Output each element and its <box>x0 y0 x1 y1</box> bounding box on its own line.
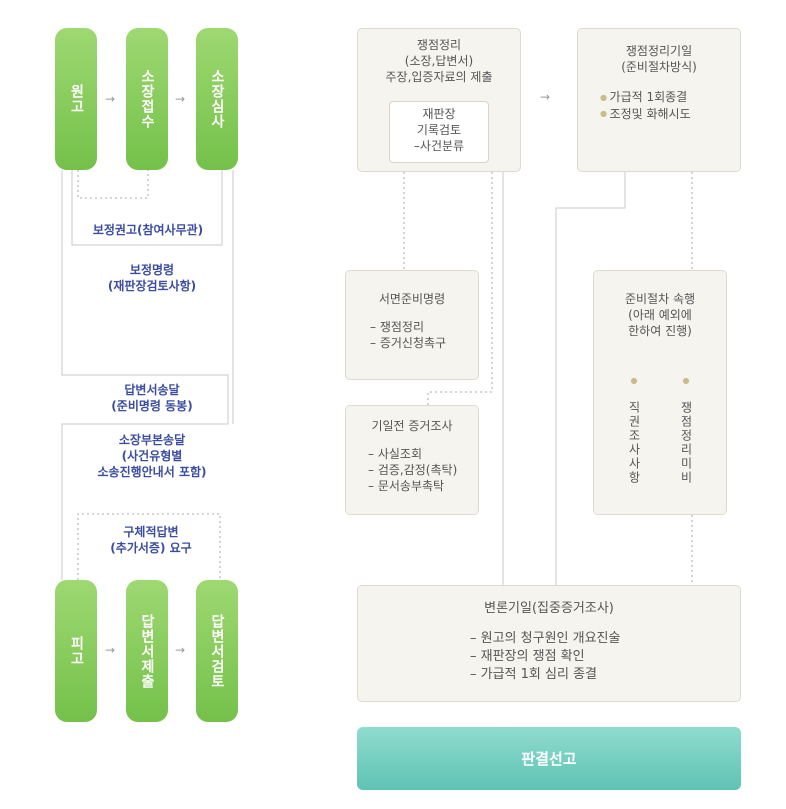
bullet-icon: ● <box>682 376 690 385</box>
defendant-label: 피고 <box>68 636 85 666</box>
arrow-right-icon: → <box>175 92 186 106</box>
prep-procedure-title: 준비절차 속행 (아래 예외에 한하여 진행) <box>624 292 696 338</box>
written-prep-box: 서면준비명령 쟁점정리 증거신청촉구 <box>345 270 479 380</box>
issue-date-list: 가급적 1회종결 조정및 화해시도 <box>600 89 740 122</box>
issue-incomplete-label: 쟁점정리미비 <box>679 401 693 485</box>
arrow-right-icon: → <box>540 90 551 104</box>
ex-officio-column: ● 직권조사사항 <box>624 373 644 489</box>
verdict-label: 판결선고 <box>521 750 577 768</box>
ex-officio-label: 직권조사사항 <box>627 401 641 485</box>
issue-date-item: 조정및 화해시도 <box>600 106 740 123</box>
answer-delivery-label: 답변서송달 (준비명령 동봉) <box>92 382 212 414</box>
prep-procedure-box: 준비절차 속행 (아래 예외에 한하여 진행) ● 직권조사사항 ● 쟁점정리미… <box>593 270 727 515</box>
hearing-item: 재판장의 쟁점 확인 <box>470 648 740 666</box>
answer-submission-node: 답변서제출 <box>126 580 168 722</box>
written-prep-item: 증거신청촉구 <box>370 335 478 351</box>
complaint-review-node: 소장심사 <box>196 28 238 170</box>
hearing-item: 가급적 1회 심리 종결 <box>470 666 740 684</box>
specific-answer-label: 구체적답변 (추가서증) 요구 <box>96 524 206 556</box>
written-prep-list: 쟁점정리 증거신청촉구 <box>370 319 478 351</box>
pre-evidence-box: 기일전 증거조사 사실조회 검증,감정(촉탁) 문서송부촉탁 <box>345 405 479 515</box>
judge-review-box: 재판장 기록검토 –사건분류 <box>389 101 489 163</box>
hearing-item: 원고의 청구원인 개요진술 <box>470 630 740 648</box>
plaintiff-label: 원고 <box>68 84 85 114</box>
arrow-right-icon: → <box>175 643 186 657</box>
arrow-right-icon: → <box>105 643 116 657</box>
complaint-receipt-label: 소장접수 <box>139 69 155 129</box>
written-prep-title: 서면준비명령 <box>378 292 446 306</box>
answer-submission-label: 답변서제출 <box>139 613 155 689</box>
issue-date-box: 쟁점정리기일 (준비절차방식) 가급적 1회종결 조정및 화해시도 <box>577 28 741 172</box>
complaint-receipt-node: 소장접수 <box>126 28 168 170</box>
verdict-node: 판결선고 <box>357 727 741 790</box>
pre-evidence-item: 문서송부촉탁 <box>368 478 478 494</box>
plaintiff-node: 원고 <box>55 28 97 170</box>
answer-review-node: 답변서검토 <box>196 580 238 722</box>
issue-organization-title: 쟁점정리 (소장,답변서) 주장,입증자료의 제출 <box>385 38 493 84</box>
arrow-right-icon: → <box>105 92 116 106</box>
complaint-review-label: 소장심사 <box>209 69 225 129</box>
pre-evidence-title: 기일전 증거조사 <box>371 419 453 433</box>
issue-incomplete-column: ● 쟁점정리미비 <box>676 373 696 489</box>
hearing-list: 원고의 청구원인 개요진술 재판장의 쟁점 확인 가급적 1회 심리 종결 <box>470 630 740 684</box>
correction-advice-label: 보정권고(참여사무관) <box>80 222 216 238</box>
bullet-icon: ● <box>630 376 638 385</box>
pre-evidence-item: 사실조회 <box>368 446 478 462</box>
correction-order-label: 보정명령 (재판장검토사항) <box>92 262 212 294</box>
defendant-node: 피고 <box>55 580 97 722</box>
pre-evidence-item: 검증,감정(촉탁) <box>368 462 478 478</box>
hearing-box: 변론기일(집중증거조사) 원고의 청구원인 개요진술 재판장의 쟁점 확인 가급… <box>357 585 741 702</box>
hearing-title: 변론기일(집중증거조사) <box>484 601 614 616</box>
answer-review-label: 답변서검토 <box>209 613 225 689</box>
issue-date-item: 가급적 1회종결 <box>600 89 740 106</box>
issue-date-title: 쟁점정리기일 (준비절차방식) <box>621 44 697 74</box>
complaint-copy-delivery-label: 소장부본송달 (사건유형별 소송진행안내서 포함) <box>72 432 232 480</box>
issue-organization-box: 쟁점정리 (소장,답변서) 주장,입증자료의 제출 재판장 기록검토 –사건분류 <box>357 28 521 172</box>
written-prep-item: 쟁점정리 <box>370 319 478 335</box>
pre-evidence-list: 사실조회 검증,감정(촉탁) 문서송부촉탁 <box>368 446 478 494</box>
